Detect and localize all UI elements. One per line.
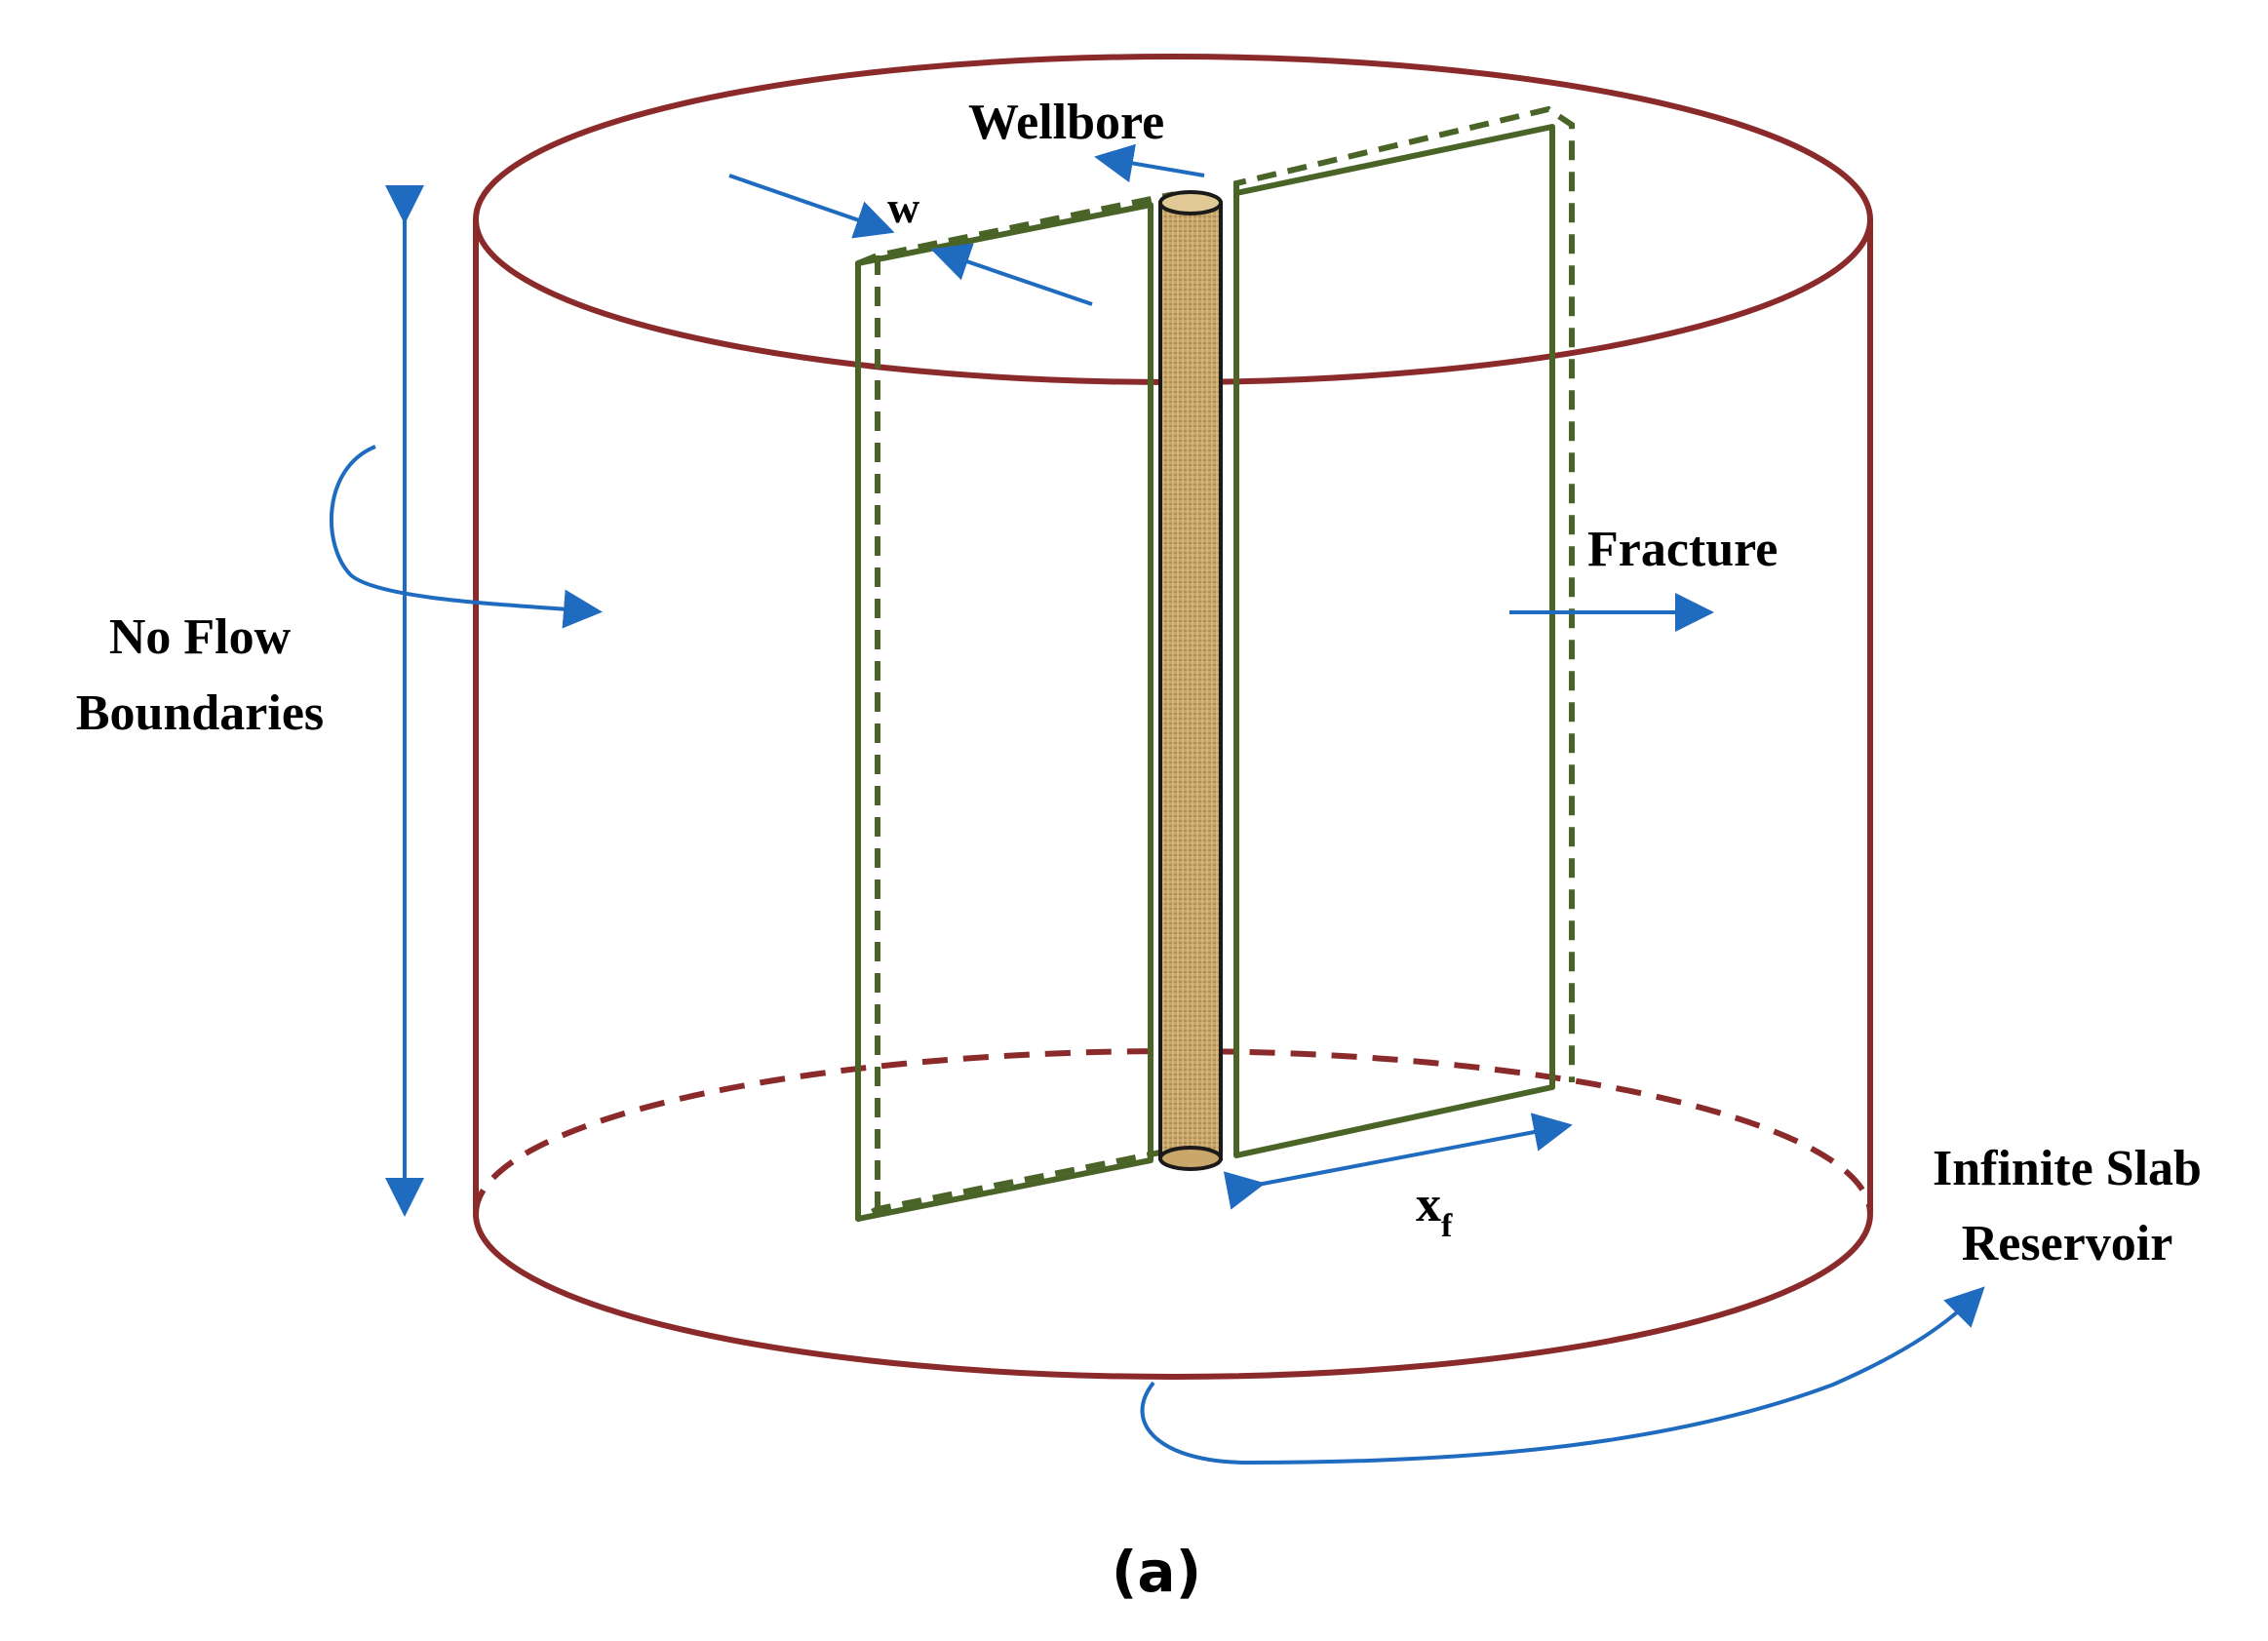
slab-label-line2: Reservoir [1962,1216,2173,1271]
fracture-label: Fracture [1587,522,1778,577]
fracture-left-face [855,202,1154,1222]
slab-curved-arrow [1140,1286,1985,1465]
fracture-right-back-edge [1233,105,1575,1082]
wellbore-pointer-arrow [1094,143,1205,183]
no-flow-label-line1: No Flow [109,609,292,665]
width-arrow-outer [728,174,895,239]
width-label: w [887,182,919,232]
half-length-subscript: f [1441,1208,1453,1244]
fracture-right-wing [1233,105,1575,1158]
half-length-base: x [1416,1177,1441,1232]
fracture-right-face [1233,124,1555,1158]
wellbore [1158,190,1223,1171]
slab-label-line1: Infinite Slab [1933,1141,2202,1196]
wellbore-label: Wellbore [968,95,1164,150]
wellbore-top [1158,190,1223,215]
half-length-label: xf [1416,1177,1453,1244]
half-length-arrow [1223,1113,1573,1210]
annotation-arrows [329,143,1985,1465]
no-flow-curved-arrow [329,445,603,629]
width-arrow-inner [930,243,1093,306]
cylinder-bottom-rim-front [473,1213,1873,1380]
wellbore-bottom [1158,1146,1223,1171]
wellbore-body [1158,201,1223,1160]
no-flow-label-line2: Boundaries [76,685,324,741]
figure-caption: (a) [1112,1539,1201,1605]
